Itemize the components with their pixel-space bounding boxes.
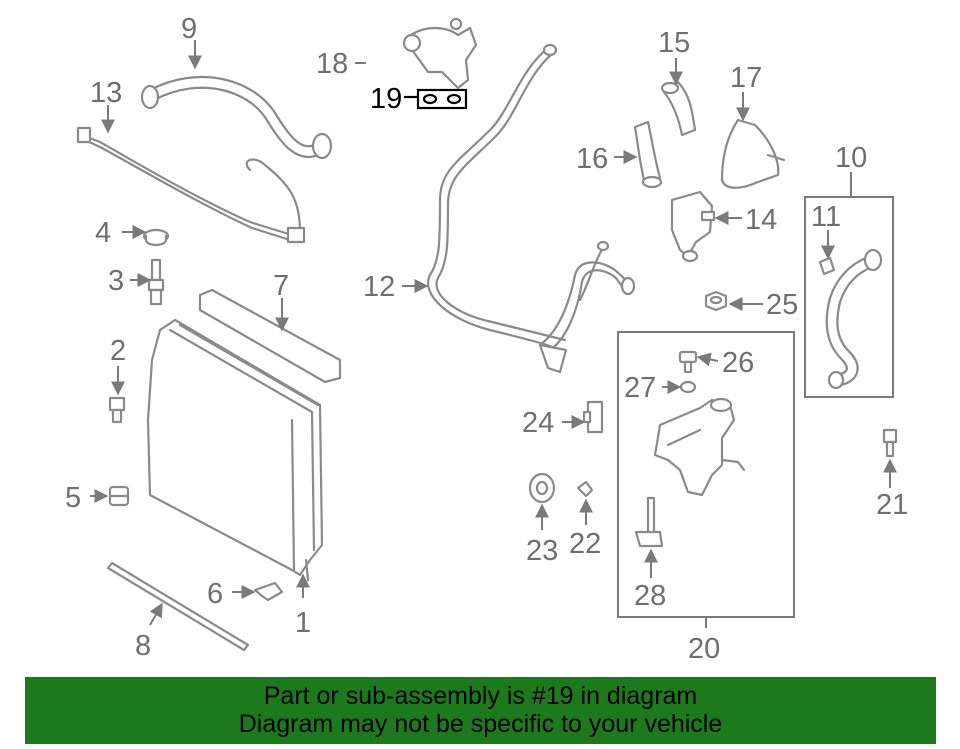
callout-22: 22 (569, 528, 601, 560)
bracket[interactable] (253, 581, 284, 602)
heater-hose[interactable] (427, 43, 636, 374)
hose-clamp[interactable] (818, 256, 836, 276)
callout-4: 4 (95, 217, 111, 249)
reservoir-cover[interactable] (720, 118, 786, 189)
coolant-reservoir[interactable] (653, 397, 746, 497)
callout-8: 8 (135, 630, 151, 662)
callout-7: 7 (273, 270, 289, 302)
callout-labels: 9 13 4 3 2 5 7 6 1 8 18 19 12 15 16 17 1… (65, 13, 908, 665)
callout-2: 2 (110, 335, 126, 367)
connector[interactable] (582, 400, 604, 434)
parts-diagram: 9 13 4 3 2 5 7 6 1 8 18 19 12 15 16 17 1… (65, 13, 908, 665)
banner-line-part: Part or sub-assembly is #19 in diagram (263, 682, 698, 710)
callout-13: 13 (90, 77, 122, 109)
lower-seal-strip[interactable] (106, 561, 250, 652)
callout-21: 21 (876, 489, 908, 521)
cap[interactable] (678, 350, 698, 374)
callout-3: 3 (108, 265, 124, 297)
grommet[interactable] (142, 228, 170, 247)
bolt-right[interactable] (882, 428, 898, 458)
callout-12: 12 (363, 271, 395, 303)
cooler-tube[interactable] (76, 126, 306, 244)
callout-14: 14 (745, 204, 777, 236)
retaining-clip[interactable] (576, 480, 594, 498)
level-sensor[interactable] (634, 496, 664, 548)
callout-9: 9 (181, 13, 197, 45)
hex-nut[interactable] (704, 290, 728, 312)
upper-radiator-hose[interactable] (140, 75, 333, 160)
outlet-hose[interactable] (633, 120, 663, 189)
callout-5: 5 (65, 482, 81, 514)
banner-line-disclaimer: Diagram may not be specific to your vehi… (238, 710, 723, 738)
callout-10: 10 (835, 142, 867, 174)
thermostat-gasket[interactable] (416, 88, 468, 110)
thermostat-housing[interactable] (402, 17, 478, 90)
leader-lines (90, 40, 897, 628)
callout-23: 23 (526, 535, 558, 567)
callout-11: 11 (811, 201, 841, 233)
callout-26: 26 (722, 347, 754, 379)
info-banner: Part or sub-assembly is #19 in diagram D… (25, 677, 936, 744)
callout-28: 28 (634, 580, 666, 612)
mount-grommet[interactable] (528, 472, 556, 504)
hose-kit-box (804, 196, 894, 398)
auxiliary-pump[interactable] (670, 190, 716, 263)
callout-24: 24 (522, 407, 554, 439)
o-ring[interactable] (679, 380, 697, 394)
callout-25: 25 (766, 289, 798, 321)
callout-16: 16 (576, 143, 608, 175)
bolt-left[interactable] (108, 396, 126, 424)
radiator-lower-hose[interactable] (825, 248, 883, 390)
callout-19: 19 (370, 83, 402, 115)
callout-18: 18 (316, 48, 348, 80)
insulator[interactable] (108, 485, 130, 507)
callout-6: 6 (207, 578, 223, 610)
callout-17: 17 (730, 62, 762, 94)
radiator-air-seal[interactable] (198, 288, 342, 384)
callout-20: 20 (688, 633, 720, 665)
hose-elbow[interactable] (660, 80, 697, 137)
callout-27: 27 (624, 372, 656, 404)
callout-1: 1 (295, 607, 311, 639)
callout-15: 15 (658, 27, 690, 59)
temperature-sensor[interactable] (147, 258, 165, 306)
